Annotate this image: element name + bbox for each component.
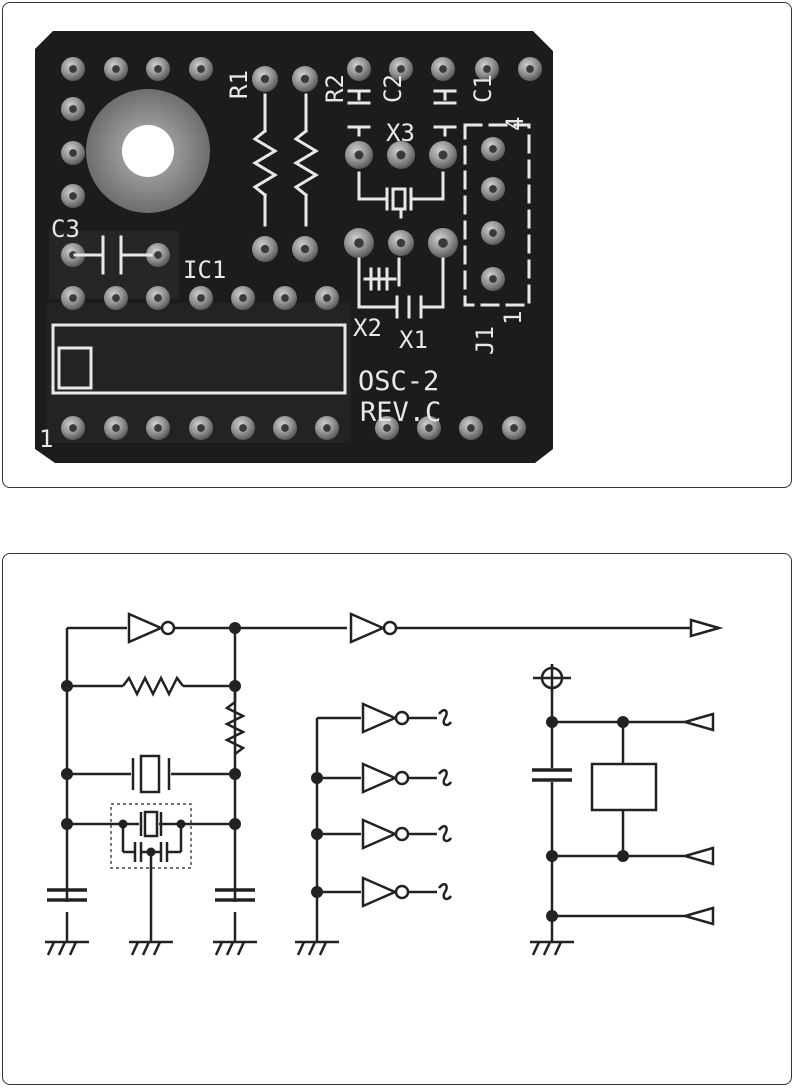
inverter-unused-3 [363, 820, 408, 848]
pcb-pad-hole [112, 65, 120, 73]
pcb-pad-hole [197, 65, 205, 73]
board-revision: REV.C [360, 397, 441, 428]
label-c2: C2 [379, 74, 407, 103]
pcb-pad-hole [301, 245, 309, 253]
pcb-pad-hole [239, 294, 247, 302]
feedback-resistor [123, 678, 183, 694]
pcb-pad-hole [489, 275, 497, 283]
pcb-pad-hole [69, 424, 77, 432]
open-output-marks [439, 710, 451, 899]
label-j4: 4 [501, 117, 529, 131]
pcb-pad-hole [467, 424, 475, 432]
inverter-unused-4 [363, 878, 408, 906]
power-terminal [533, 664, 571, 692]
pcb-pad-hole [355, 65, 363, 73]
pcb-pad-hole [397, 239, 405, 247]
inverter-buffer [351, 614, 396, 642]
pcb-pad-hole [239, 424, 247, 432]
oscillator-module [592, 764, 656, 810]
label-ic1: IC1 [183, 256, 226, 284]
label-r2: R2 [321, 74, 349, 103]
oscillator-schematic [3, 554, 789, 1082]
label-c1: C1 [469, 74, 497, 103]
pcb-pad-hole [154, 65, 162, 73]
clock-output-arrow [691, 620, 719, 636]
label-x1: X1 [399, 326, 428, 354]
module-arrows [685, 714, 713, 924]
pcb-pad-hole [489, 145, 497, 153]
pcb-pad-hole [489, 229, 497, 237]
pcb-pad-hole [301, 75, 309, 83]
inverter-u1 [129, 614, 174, 642]
label-pin1: 1 [39, 425, 53, 453]
schematic-panel [2, 553, 792, 1085]
pcb-pad-hole [281, 424, 289, 432]
pcb-pad-hole [483, 65, 491, 73]
ground-symbol-1 [45, 942, 89, 955]
board-title-labels: OSC-2 REV.C [358, 366, 441, 428]
capacitor-module [532, 770, 572, 780]
label-j1: J1 [471, 326, 499, 355]
board-name: OSC-2 [358, 366, 439, 397]
pcb-pad-hole [197, 424, 205, 432]
ground-symbol-2 [129, 942, 173, 955]
pcb-pad-hole [355, 151, 364, 160]
pcb-pad-hole [261, 75, 269, 83]
pcb-pad-hole [354, 238, 364, 248]
pcb-pad-hole [112, 294, 120, 302]
pcb-pad-hole [112, 424, 120, 432]
label-x3: X3 [386, 119, 415, 147]
pcb-board-image: R1 R2 C2 C1 X3 4 C3 IC1 X2 X1 J1 1 1 OSC… [3, 3, 789, 485]
ground-symbol-5 [530, 942, 574, 955]
pcb-pad-hole [154, 251, 162, 259]
pcb-pad-hole [438, 238, 448, 248]
label-x2: X2 [353, 314, 382, 342]
ground-symbol-3 [213, 942, 257, 955]
pcb-pad-hole [397, 151, 406, 160]
pcb-pad-hole [69, 192, 77, 200]
pcb-pad-hole [154, 424, 162, 432]
pcb-pad-hole [526, 65, 534, 73]
pcb-pad-hole [69, 294, 77, 302]
pcb-pad-hole [69, 65, 77, 73]
crystal-x1 [133, 756, 169, 792]
label-c3: C3 [51, 215, 80, 243]
pcb-pad-hole [154, 294, 162, 302]
pcb-pad-hole [439, 65, 447, 73]
pcb-pad-hole [439, 151, 448, 160]
pcb-pad-hole [489, 185, 497, 193]
pcb-pad-hole [510, 424, 518, 432]
inverter-unused-2 [363, 764, 408, 792]
mounting-hole [86, 89, 210, 213]
pcb-pad-hole [197, 294, 205, 302]
pcb-pad-hole [69, 149, 77, 157]
pcb-pad-hole [397, 65, 405, 73]
pcb-pad-hole [281, 294, 289, 302]
pcb-pad-hole [323, 424, 331, 432]
label-j-pin1: 1 [499, 311, 527, 325]
label-r1: R1 [225, 70, 253, 99]
pcb-photo-panel: R1 R2 C2 C1 X3 4 C3 IC1 X2 X1 J1 1 1 OSC… [2, 2, 792, 488]
pcb-pad-hole [261, 245, 269, 253]
ground-symbol-4 [295, 942, 339, 955]
inverter-unused-1 [363, 704, 408, 732]
pcb-pad-hole [69, 105, 77, 113]
pcb-pad-hole [323, 294, 331, 302]
